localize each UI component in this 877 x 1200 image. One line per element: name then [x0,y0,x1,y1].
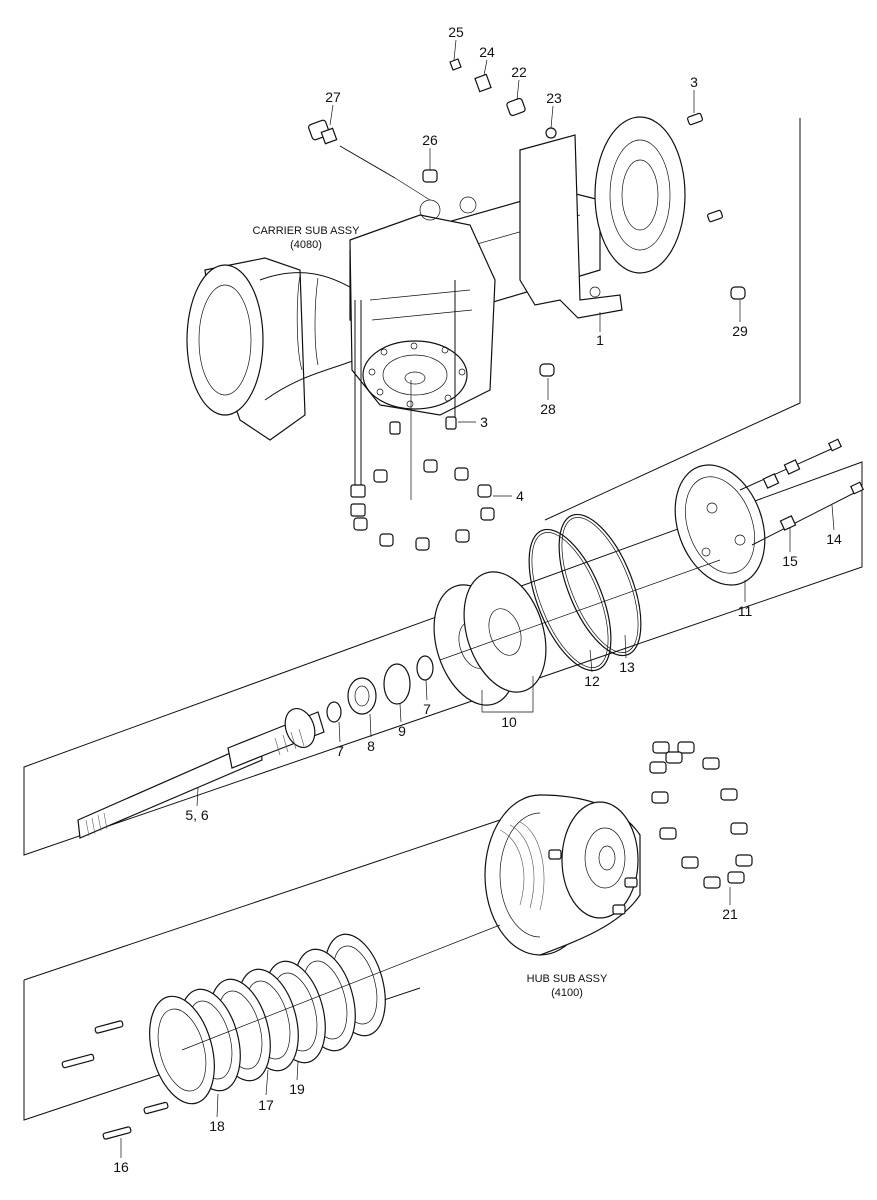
callout-28: 28 [540,401,556,417]
callout-7-left: 7 [336,743,344,759]
callout-22: 22 [511,64,527,80]
callout-4: 4 [516,488,524,504]
o-rings-12-13 [528,513,642,672]
snap-rings-bearing [326,655,434,723]
axle-housing [186,116,686,441]
callout-14: 14 [826,531,842,547]
callout-17: 17 [258,1097,274,1113]
callout-18: 18 [209,1118,225,1134]
hub-assy-code: (4100) [551,987,583,999]
panel-frame-shaft [23,461,863,856]
bolt-set-4 [353,459,495,551]
callout-24: 24 [479,44,495,60]
callout-13: 13 [619,659,635,675]
panel-frame-carrier [544,118,801,521]
callout-12: 12 [584,673,600,689]
hub-assembly [484,794,641,956]
callout-19: 19 [289,1081,305,1097]
callout-29: 29 [732,323,748,339]
carrier-assy-code: (4080) [290,239,322,251]
pins-16 [61,1020,169,1140]
callout-3-mid: 3 [480,414,488,430]
shims-10 [433,571,547,713]
axle-shaft [77,708,325,839]
callout-9: 9 [398,723,406,739]
callout-26: 26 [422,132,438,148]
callout-27: 27 [325,89,341,105]
hub-bolts-21 [649,741,753,889]
callout-5-6: 5, 6 [185,807,209,823]
carrier-assy-name: CARRIER SUB ASSY [253,225,361,237]
housing-studs [350,280,457,517]
callout-23: 23 [546,90,562,106]
callout-11: 11 [738,603,753,619]
callout-10: 10 [501,714,517,730]
brake-cover [674,464,766,586]
brake-disc-stack [149,933,386,1105]
callout-3-top: 3 [690,74,698,90]
hub-assy-name: HUB SUB ASSY [527,973,608,985]
callout-1: 1 [596,332,604,348]
callout-21: 21 [722,906,738,922]
callout-25: 25 [448,24,464,40]
callout-7-right: 7 [423,701,431,717]
bolt-14-spring-15 [739,438,865,546]
callout-8: 8 [367,738,375,754]
leader-lines [120,39,835,1158]
callout-16: 16 [113,1159,129,1175]
callout-15: 15 [782,553,798,569]
